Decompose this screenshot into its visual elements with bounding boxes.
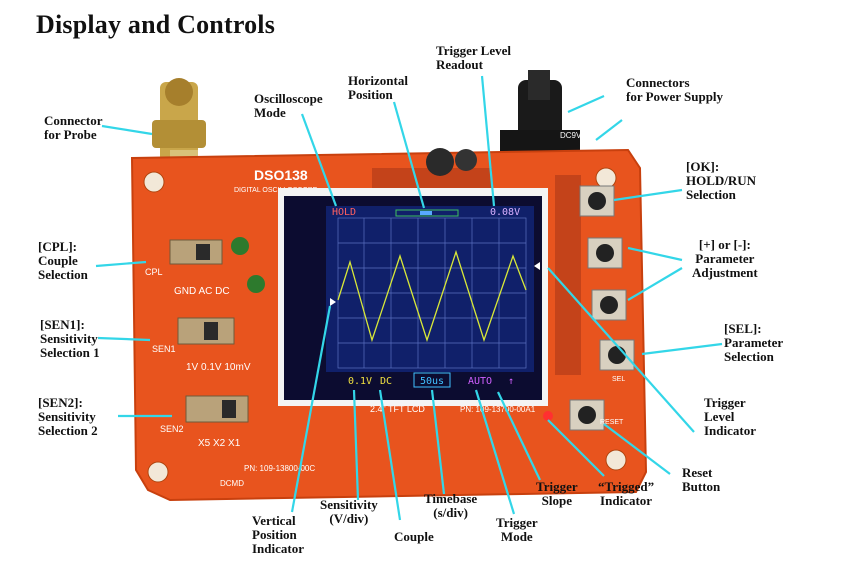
- reset-button[interactable]: [569, 399, 605, 431]
- sen2-options: X5 X2 X1: [198, 438, 241, 449]
- minus-button[interactable]: [591, 289, 627, 321]
- horizontal-position-bar: [395, 209, 459, 217]
- label-sen2: [SEN2]: Sensitivity Selection 2: [38, 395, 98, 438]
- label-connectors-power: Connectors for Power Supply: [626, 75, 724, 104]
- sen1-tag: SEN1: [152, 344, 176, 354]
- label-vertical-position: Vertical Position Indicator: [252, 513, 304, 556]
- header-pins: [372, 168, 581, 375]
- label-connector-probe: Connector for Probe: [44, 113, 103, 142]
- reset-tag: RESET: [600, 419, 624, 426]
- ok-button[interactable]: [579, 185, 615, 217]
- sen1-switch[interactable]: [177, 317, 235, 345]
- trigger-level-marker: [534, 262, 540, 270]
- sen1-options: 1V 0.1V 10mV: [186, 362, 251, 373]
- label-ok-hold: [OK]: HOLD/RUN Selection: [686, 159, 757, 202]
- screen-slope: ↑: [508, 376, 514, 387]
- label-trigger-mode: Trigger Mode: [496, 515, 538, 544]
- cpl-switch[interactable]: [169, 239, 223, 265]
- label-timebase: Timebase (s/div): [424, 491, 478, 520]
- label-trigged-indicator: “Trigged” Indicator: [598, 479, 655, 508]
- label-sen1: [SEN1]: Sensitivity Selection 1: [40, 317, 100, 360]
- label-trigger-level-indicator: Trigger Level Indicator: [704, 395, 756, 438]
- cpl-options: GND AC DC: [174, 286, 230, 297]
- sen2-switch[interactable]: [185, 395, 249, 423]
- callout-lines: [95, 75, 723, 521]
- label-plus-minus: [+] or [-]: Parameter Adjustment: [692, 237, 758, 280]
- trigged-led: [543, 411, 553, 421]
- screen-sensitivity: 0.1V: [348, 376, 372, 387]
- label-trigger-level-readout: Trigger Level Readout: [436, 43, 511, 72]
- screen-timebase: 50us: [420, 376, 444, 387]
- sel-tag: SEL: [612, 376, 625, 383]
- screen-couple: DC: [380, 376, 392, 387]
- label-oscilloscope-mode: Oscilloscope Mode: [254, 91, 323, 120]
- sen2-tag: SEN2: [160, 424, 184, 434]
- label-sensitivity: Sensitivity (V/div): [320, 497, 378, 526]
- board-model: DSO138: [254, 167, 308, 183]
- lcd-label: 2.4" TFT LCD: [370, 404, 425, 414]
- screen-grid: [337, 217, 527, 369]
- lcd-part-number: PN: 109-13700-00A1: [460, 405, 536, 414]
- dcmd-tag: DCMD: [220, 479, 244, 488]
- label-horizontal-position: Horizontal Position: [348, 73, 408, 102]
- label-couple: Couple: [394, 529, 434, 544]
- vertical-position-marker: [330, 298, 336, 306]
- board-subtitle: DIGITAL OSCILLOSCOPE: [234, 187, 318, 194]
- page-title: Display and Controls: [36, 10, 276, 39]
- waveform-trace: [337, 249, 527, 343]
- label-reset-button: Reset Button: [682, 465, 721, 494]
- screen-mode: HOLD: [332, 207, 356, 218]
- label-sel: [SEL]: Parameter Selection: [724, 321, 784, 364]
- screen-trigger-level: 0.08V: [490, 207, 520, 218]
- plus-button[interactable]: [587, 237, 623, 269]
- label-cpl: [CPL]: Couple Selection: [38, 239, 88, 282]
- power-tag: DC9V: [560, 131, 582, 140]
- board-part-number: PN: 109-13800-00C: [244, 464, 315, 473]
- screen-trigger-mode: AUTO: [468, 376, 492, 387]
- label-trigger-slope: Trigger Slope: [536, 479, 578, 508]
- cpl-tag: CPL: [145, 267, 163, 277]
